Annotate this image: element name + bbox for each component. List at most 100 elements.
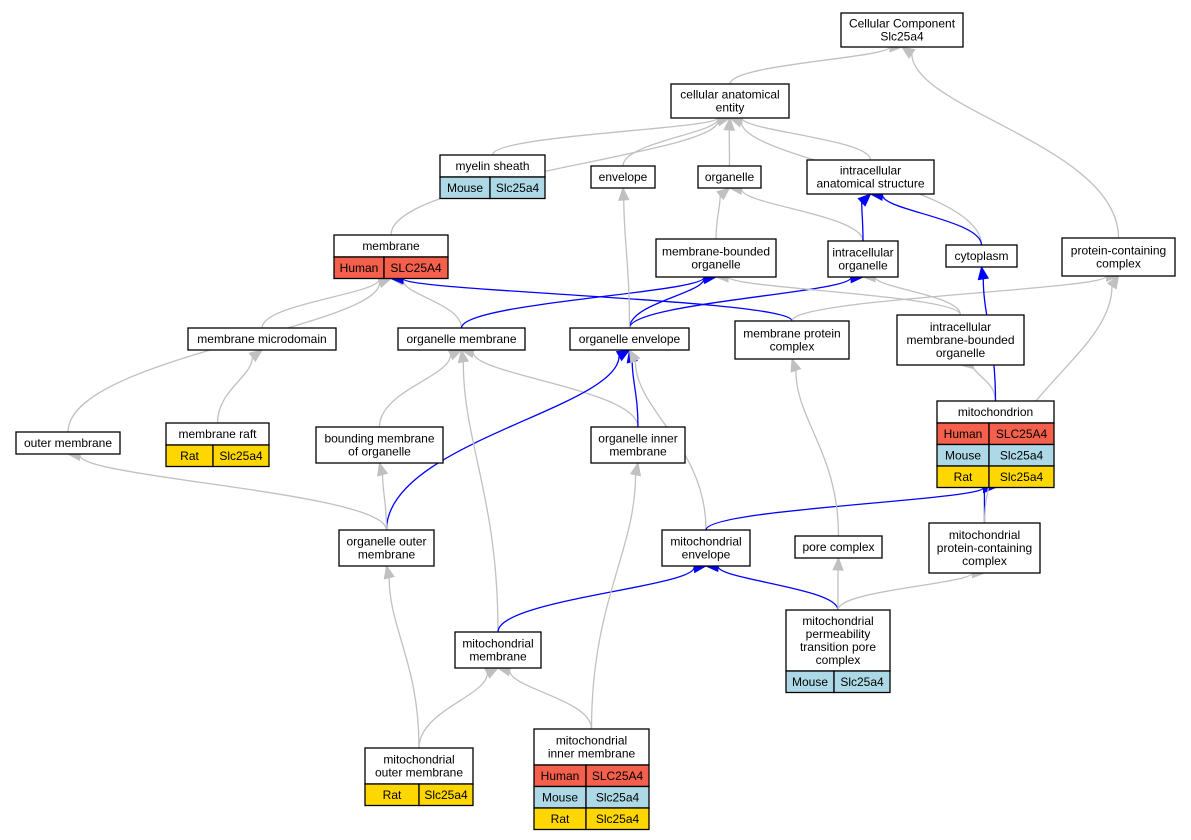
edge-outer-to-membrane <box>67 277 393 433</box>
node-label: cytoplasm <box>954 249 1008 263</box>
edge-mom-to-oom <box>383 564 420 749</box>
node-box <box>397 327 526 351</box>
node-label: mitochondrial <box>670 535 741 549</box>
species-label: Mouse <box>447 181 483 195</box>
edge-io-to-ias <box>857 193 872 242</box>
node-box <box>806 159 935 195</box>
edge-bmo-to-om <box>378 349 463 428</box>
node-label: myelin sheath <box>455 159 529 173</box>
edge-mmd-to-membrane <box>261 273 393 329</box>
node-cyto[interactable]: cytoplasm <box>945 244 1018 268</box>
species-label: Mouse <box>792 675 828 689</box>
node-label: intracellular <box>840 164 901 178</box>
node-envelope[interactable]: envelope <box>590 165 656 189</box>
node-mmd[interactable]: membrane microdomain <box>187 327 337 351</box>
gene-cell <box>212 444 270 468</box>
species-label: Mouse <box>542 790 578 804</box>
node-om[interactable]: organelle membrane <box>397 327 526 351</box>
node-label: mitochondrial <box>383 753 454 767</box>
node-label: organelle outer <box>346 535 426 549</box>
node-box <box>655 238 777 278</box>
edge-mptp-to-pore <box>832 556 844 610</box>
species-label: Rat <box>551 812 570 826</box>
node-box <box>785 609 891 672</box>
edge-om-to-mbo <box>460 271 718 329</box>
node-label: organelle envelope <box>579 332 681 346</box>
gene-label: Slc25a4 <box>219 449 263 463</box>
node-box <box>661 529 751 567</box>
node-label: organelle <box>705 170 755 184</box>
edge-mbo-to-organelle <box>715 187 731 240</box>
node-label: outer membrane <box>375 766 463 780</box>
node-oe[interactable]: organelle envelope <box>569 327 690 351</box>
node-label: organelle membrane <box>406 332 516 346</box>
node-box <box>896 314 1025 366</box>
edge-myelin-to-cae <box>491 112 732 156</box>
node-label: protein-containing <box>1071 244 1166 258</box>
edge-mptp-to-mpcc <box>837 566 986 611</box>
gene-label: Slc25a4 <box>840 675 884 689</box>
node-outer[interactable]: outer membrane <box>15 431 121 455</box>
node-label: outer membrane <box>24 436 112 450</box>
gene-label: Slc25a4 <box>424 788 468 802</box>
node-label: pore complex <box>802 540 874 554</box>
node-label: Cellular Component <box>849 17 956 31</box>
gene-label: Slc25a4 <box>596 812 640 826</box>
node-organelle[interactable]: organelle <box>697 165 762 189</box>
edge-mpc-to-pcc <box>791 270 1120 322</box>
node-label: mitochondrion <box>958 405 1033 419</box>
node-label: mitochondrial <box>949 528 1020 542</box>
edge-mmem-to-om <box>457 348 499 633</box>
node-label: membrane protein <box>743 327 840 341</box>
node-label: cellular anatomical <box>680 88 779 102</box>
node-box <box>697 165 762 189</box>
edge-mim-to-mmem <box>496 665 593 730</box>
node-label: inner membrane <box>548 747 636 761</box>
node-box <box>15 431 121 455</box>
node-label: mitochondrial <box>556 734 627 748</box>
edge-mptp-to-menv <box>704 560 839 611</box>
node-label: membrane <box>469 650 527 664</box>
node-label: organelle <box>838 259 888 273</box>
node-label: envelope <box>682 548 731 562</box>
edge-mmem-to-menv <box>497 561 708 633</box>
node-label: intracellular <box>930 320 991 334</box>
node-label: complex <box>962 554 1007 568</box>
species-label: Human <box>944 427 983 441</box>
node-box <box>1061 237 1176 277</box>
node-pore[interactable]: pore complex <box>794 535 883 559</box>
node-label: envelope <box>599 170 648 184</box>
node-label: membrane <box>358 548 416 562</box>
node-label: transition pore <box>800 640 876 654</box>
node-label: mitochondrial <box>802 614 873 628</box>
edge-oom-to-oe <box>385 349 631 531</box>
node-label: membrane <box>609 445 667 459</box>
edge-cae-to-cc <box>729 41 904 85</box>
species-label: Rat <box>383 788 402 802</box>
node-box <box>840 12 964 48</box>
node-label: complex <box>1096 257 1141 271</box>
node-box <box>670 83 790 119</box>
